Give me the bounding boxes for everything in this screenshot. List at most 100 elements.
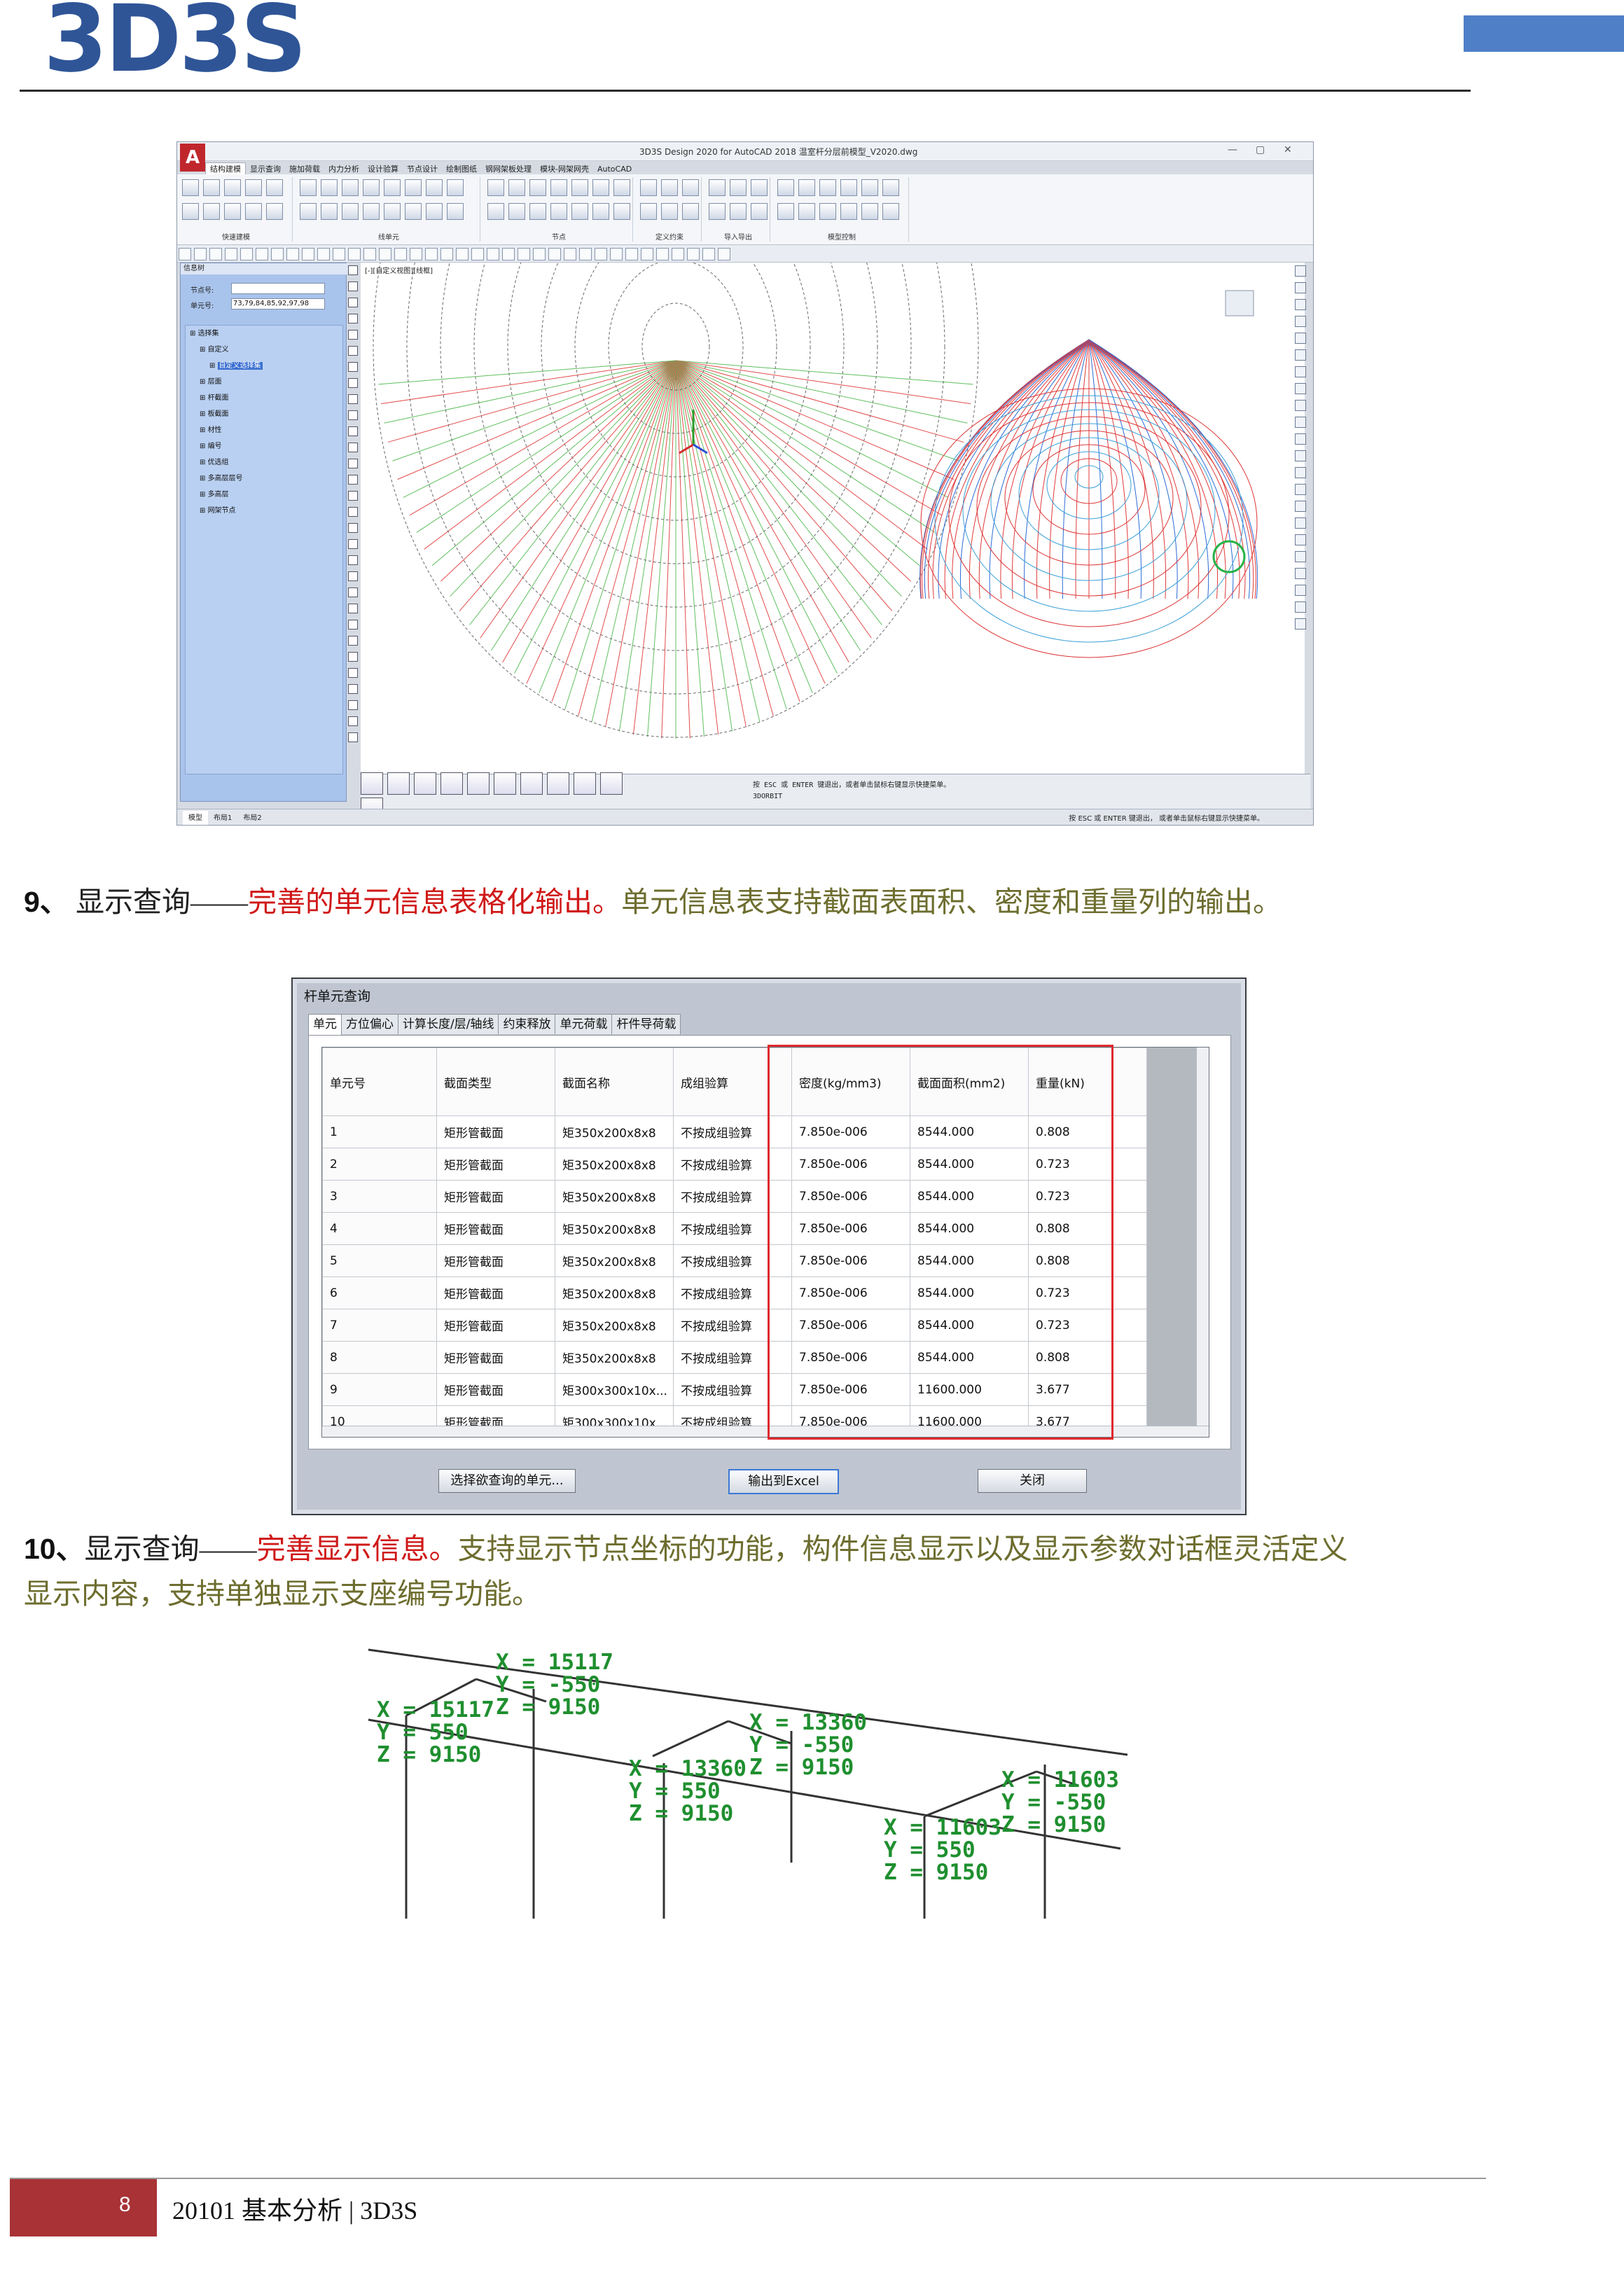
toolbar-button-icon[interactable]	[410, 248, 422, 260]
ribbon-tool-icon[interactable]	[342, 203, 359, 220]
toolbar-button-icon[interactable]	[348, 248, 361, 260]
draw-tool-icon[interactable]	[348, 314, 358, 323]
expand-icon[interactable]: ⊞	[200, 443, 208, 450]
ribbon-tool-icon[interactable]	[819, 203, 836, 220]
toolbar-button-icon[interactable]	[256, 248, 268, 260]
ribbon-tool-icon[interactable]	[266, 179, 283, 196]
display-style-icon[interactable]	[467, 772, 490, 795]
draw-tool-icon[interactable]	[348, 410, 358, 420]
toolbar-button-icon[interactable]	[179, 248, 191, 260]
ribbon-tool-icon[interactable]	[529, 179, 546, 196]
modify-tool-icon[interactable]	[1295, 400, 1306, 411]
draw-tool-icon[interactable]	[348, 362, 358, 372]
modify-tool-icon[interactable]	[1295, 383, 1306, 394]
ribbon-tool-icon[interactable]	[661, 179, 678, 196]
draw-tool-icon[interactable]	[348, 700, 358, 710]
toolbar-button-icon[interactable]	[425, 248, 438, 260]
toolbar-button-icon[interactable]	[641, 248, 653, 260]
ribbon-tool-icon[interactable]	[592, 203, 609, 220]
ribbon-tool-icon[interactable]	[363, 179, 380, 196]
modify-tool-icon[interactable]	[1295, 501, 1306, 512]
draw-tool-icon[interactable]	[348, 281, 358, 291]
ribbon-tool-icon[interactable]	[487, 203, 504, 220]
ribbon-tool-icon[interactable]	[592, 179, 609, 196]
toolbar-button-icon[interactable]	[209, 248, 222, 260]
ribbon-tool-icon[interactable]	[384, 179, 401, 196]
ribbon-tool-icon[interactable]	[751, 179, 768, 196]
toolbar-button-icon[interactable]	[471, 248, 484, 260]
ribbon-tool-icon[interactable]	[182, 203, 199, 220]
toolbar-button-icon[interactable]	[487, 248, 499, 260]
toolbar-button-icon[interactable]	[240, 248, 253, 260]
layout-tab[interactable]: 布局2	[243, 814, 262, 822]
ribbon-tool-icon[interactable]	[487, 179, 504, 196]
draw-tool-icon[interactable]	[348, 716, 358, 726]
dialog-tab[interactable]: 杆件导荷载	[611, 1014, 681, 1034]
ribbon-tool-icon[interactable]	[661, 203, 678, 220]
toolbar-button-icon[interactable]	[333, 248, 345, 260]
modify-tool-icon[interactable]	[1295, 417, 1306, 428]
expand-icon[interactable]: ⊞	[190, 330, 198, 338]
draw-tool-icon[interactable]	[348, 443, 358, 452]
ribbon-tool-icon[interactable]	[861, 179, 878, 196]
ribbon-tool-icon[interactable]	[882, 179, 899, 196]
viewport-label[interactable]: [-][自定义视图][线框]	[365, 267, 433, 275]
ribbon-tab[interactable]: 绘制图纸	[446, 165, 477, 174]
tree-item[interactable]: ⊞ 自定义	[186, 342, 342, 358]
ribbon-tool-icon[interactable]	[384, 203, 401, 220]
ribbon-tool-icon[interactable]	[529, 203, 546, 220]
ribbon-tool-icon[interactable]	[613, 203, 630, 220]
ribbon-tool-icon[interactable]	[321, 179, 338, 196]
toolbar-button-icon[interactable]	[440, 248, 453, 260]
expand-icon[interactable]: ⊞	[200, 491, 208, 499]
command-input[interactable]: 3DORBIT	[753, 793, 783, 800]
dialog-tab[interactable]: 方位偏心	[341, 1014, 398, 1034]
ribbon-tab[interactable]: 显示查询	[250, 165, 281, 174]
ribbon-tool-icon[interactable]	[224, 179, 241, 196]
ribbon-tool-icon[interactable]	[447, 179, 464, 196]
draw-tool-icon[interactable]	[348, 652, 358, 662]
ribbon-tool-icon[interactable]	[840, 203, 857, 220]
ribbon-tool-icon[interactable]	[245, 203, 262, 220]
layout-tab[interactable]: 布局1	[214, 814, 233, 822]
column-header[interactable]: 单元号	[322, 1048, 437, 1116]
toolbar-button-icon[interactable]	[286, 248, 299, 260]
toolbar-button-icon[interactable]	[456, 248, 469, 260]
draw-tool-icon[interactable]	[348, 298, 358, 307]
draw-tool-icon[interactable]	[348, 378, 358, 388]
column-header[interactable]: 截面名称	[555, 1048, 674, 1116]
draw-tool-icon[interactable]	[348, 587, 358, 597]
toolbar-button-icon[interactable]	[302, 248, 314, 260]
tree-item[interactable]: ⊞ 自定义选择集	[186, 358, 342, 374]
select-elements-button[interactable]: 选择欲查询的单元...	[438, 1469, 576, 1493]
modify-tool-icon[interactable]	[1295, 282, 1306, 293]
expand-icon[interactable]: ⊞	[200, 459, 208, 466]
tree-item[interactable]: ⊞ 优选组	[186, 454, 342, 471]
tree-item[interactable]: ⊞ 层面	[186, 374, 342, 390]
ribbon-tool-icon[interactable]	[550, 179, 567, 196]
toolbar-button-icon[interactable]	[502, 248, 515, 260]
ribbon-tool-icon[interactable]	[203, 203, 220, 220]
ribbon-tab[interactable]: 模块-网架网壳	[540, 165, 589, 174]
expand-icon[interactable]: ⊞	[200, 507, 208, 515]
modify-tool-icon[interactable]	[1295, 568, 1306, 579]
toolbar-button-icon[interactable]	[548, 248, 561, 260]
ribbon-tool-icon[interactable]	[508, 179, 525, 196]
autocad-app-icon[interactable]: A	[180, 144, 205, 172]
ribbon-tool-icon[interactable]	[203, 179, 220, 196]
toolbar-button-icon[interactable]	[718, 248, 730, 260]
ribbon-tool-icon[interactable]	[571, 203, 588, 220]
draw-tool-icon[interactable]	[348, 507, 358, 517]
column-header[interactable]: 重量(kN)	[1028, 1048, 1147, 1116]
ribbon-tool-icon[interactable]	[709, 179, 726, 196]
column-header[interactable]: 截面面积(mm2)	[910, 1048, 1029, 1116]
modify-tool-icon[interactable]	[1295, 551, 1306, 562]
ribbon-tool-icon[interactable]	[508, 203, 525, 220]
toolbar-button-icon[interactable]	[656, 248, 669, 260]
close-icon[interactable]: ✕	[1284, 144, 1292, 155]
toolbar-button-icon[interactable]	[687, 248, 700, 260]
display-style-icon[interactable]	[387, 772, 410, 795]
ribbon-tool-icon[interactable]	[182, 179, 199, 196]
